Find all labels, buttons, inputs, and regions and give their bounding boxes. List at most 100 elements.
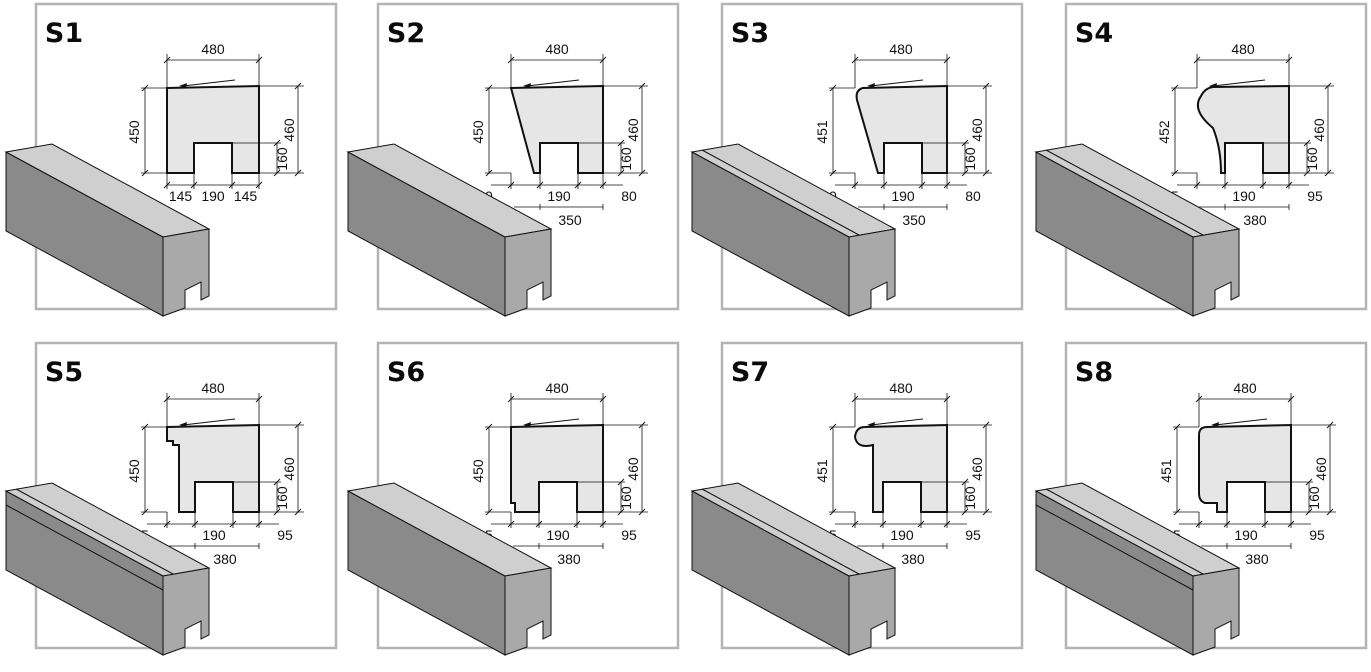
dimension-tick [294,169,302,177]
dim-top: 480 [889,380,913,396]
slope-arrow [182,418,236,426]
dimension-tick [1193,56,1201,64]
block-edge-highlight [1045,149,1204,236]
dimension-tick [943,520,951,528]
dimension-tick [851,520,859,528]
dimension-tick [638,508,646,516]
dim-bottom-right: 95 [277,527,293,543]
dimension-tick [1171,169,1179,177]
block-end-face [504,228,552,317]
dimension-tick [1324,169,1332,177]
dimension-tick [1171,84,1179,92]
dimension-tick [485,169,493,177]
dim-bottom-right: 95 [1307,188,1323,204]
profile-outline [853,423,948,513]
dim-bottom-right: 80 [965,188,981,204]
panel-label: S5 [45,357,83,388]
dimension-tick [1285,56,1293,64]
dimension-tick [163,56,171,64]
dimension-tick [961,139,969,147]
dimension-tick [294,82,302,90]
dimension-tick [141,169,149,177]
dimension-tick [617,139,625,147]
panel-s7: S74804514601609519095380 [690,341,1024,656]
dimension-tick [982,169,990,177]
dimension-tick [1223,520,1231,528]
dim-right: 460 [625,118,641,142]
profile-section [166,79,260,174]
dimension-tick [294,421,302,429]
slope-arrow [526,418,580,426]
panel-s6: S64804504601609519095380 [346,341,680,656]
dim-top: 480 [889,41,913,57]
dimension-tick [163,395,171,403]
dimension-tick [228,181,236,189]
dimension-tick [1195,520,1203,528]
dimension-tick [1287,395,1295,403]
profile-outline [1198,423,1292,513]
dimension-tick [638,421,646,429]
block-edge-highlight [15,488,174,575]
profile-outline [166,423,260,513]
dim-left: 450 [126,120,142,144]
dimension-tick [255,395,263,403]
dimension-tick [617,478,625,486]
dim-left: 450 [126,459,142,483]
slope-arrowhead [867,422,875,427]
dim-right: 460 [281,118,297,142]
profile-section [853,418,948,513]
panel-s3: S34804514601608019080350 [690,2,1024,317]
dim-bottom-middle: 190 [891,188,915,204]
slope-arrowhead [1211,422,1219,427]
dim-bottom-right: 95 [621,527,637,543]
dimension-tick [599,181,607,189]
dimension-tick [1173,508,1181,516]
dimension-tick [507,56,515,64]
panel-label: S1 [45,18,83,49]
dimension-tick [851,56,859,64]
dim-top: 480 [201,380,225,396]
dimension-tick [1305,508,1313,516]
profile-section [1197,79,1290,174]
dimension-tick [535,520,543,528]
profile-outline [855,84,948,174]
dimension-tick [255,181,263,189]
dimension-tick [961,508,969,516]
dimension-tick [294,508,302,516]
panel-label: S4 [1075,18,1113,49]
dim-right: 460 [625,457,641,481]
dim-notch: 160 [1306,486,1322,510]
slope-arrowhead [867,83,875,88]
dimension-tick [1326,421,1334,429]
panel-label: S3 [731,18,769,49]
dim-total: 380 [557,551,581,567]
block-end-face [504,567,552,656]
block-end-face [848,567,896,656]
block-step-edge [1035,504,1194,591]
dimension-tick [485,508,493,516]
dimension-tick [191,520,199,528]
dimension-tick [1305,478,1313,486]
dimension-tick [485,84,493,92]
dim-right: 460 [969,457,985,481]
slope-arrowhead [523,83,531,88]
block-end-face [162,228,210,317]
dim-top: 480 [545,41,569,57]
dimension-tick [829,423,837,431]
panel-s4: S44804524601609519095380 [1034,2,1368,317]
dim-top: 480 [201,41,225,57]
dimension-tick [851,181,859,189]
block-edge-highlight [701,149,860,236]
panel-label: S8 [1075,357,1113,388]
dimension-tick [599,56,607,64]
profile-outline [509,84,604,174]
dimension-tick [943,181,951,189]
profile-section [510,418,604,513]
dimension-tick [573,520,581,528]
dim-total: 380 [1245,551,1269,567]
dim-bottom-right: 80 [621,188,637,204]
dimension-tick [255,56,263,64]
dimension-tick [507,395,515,403]
